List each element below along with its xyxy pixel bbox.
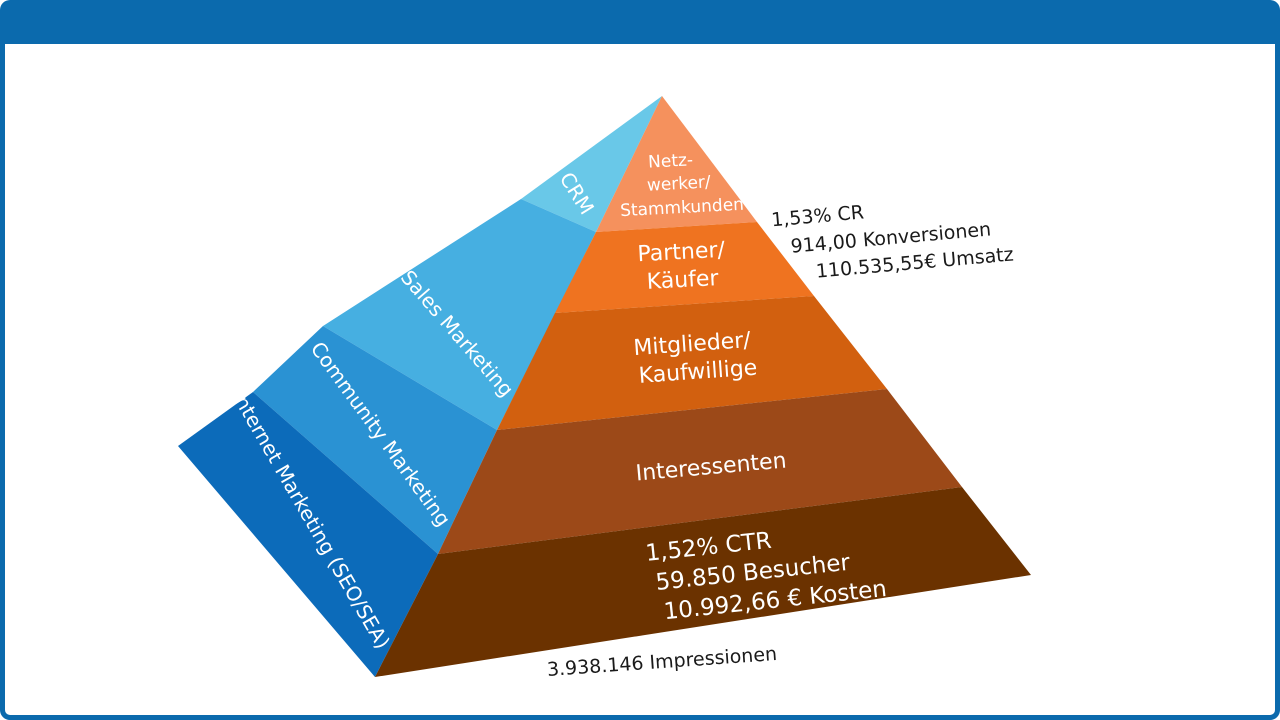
tier-5-face [375, 487, 1031, 677]
tier-1-line-2: werker/ [646, 172, 711, 195]
tier-2-line-1: Partner/ [637, 238, 726, 268]
tier-2-label: Partner/ Käufer [637, 238, 726, 295]
side-face-internet [178, 392, 438, 677]
impressions-label: 3.938.146 Impressionen [546, 643, 777, 681]
tier-4-face [438, 389, 962, 554]
conversion-metrics: 1,53% CR 914,00 Konversionen 110.535,55€… [770, 201, 1014, 282]
tier-1-label: Netz- werker/ Stammkunden [620, 150, 745, 221]
metric-cr: 1,53% CR [770, 201, 864, 231]
tier-2-line-2: Käufer [646, 266, 720, 295]
tier-1-line-1: Netz- [648, 150, 694, 172]
side-face-crm [521, 96, 662, 232]
tier-1-face [596, 96, 757, 232]
side-face-sales [323, 199, 596, 430]
side-face-community [253, 326, 497, 554]
tier-3-face [497, 296, 887, 430]
tier-2-face [555, 222, 814, 313]
